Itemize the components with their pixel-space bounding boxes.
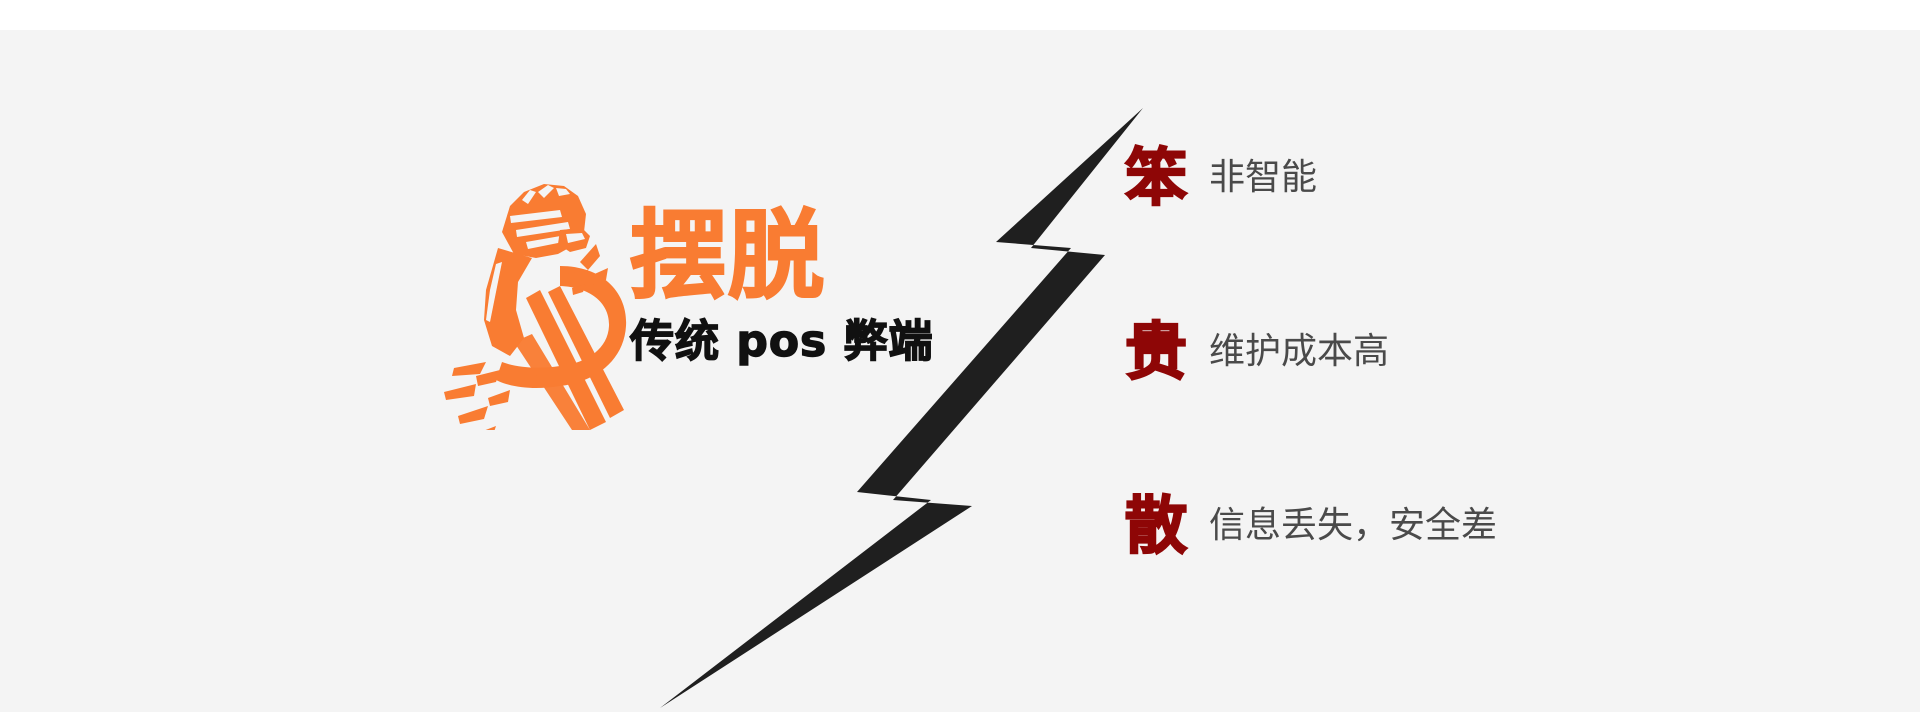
- defect-description: 信息丢失，安全差: [1209, 505, 1498, 546]
- fist-breaking-chain-icon: [440, 170, 630, 430]
- defect-keyword: 笨: [1124, 141, 1188, 214]
- defect-description: 维护成本高: [1209, 331, 1390, 372]
- headline-text-group: 摆脱 传统 pos 弊端: [629, 200, 950, 367]
- defect-keyword: 散: [1124, 489, 1188, 562]
- banner-stage: 摆脱 传统 pos 弊端 笨 非智能 贵 维护成本高 散 信息丢失，安全差: [0, 30, 1920, 712]
- list-item: 散 信息丢失，安全差: [1124, 483, 1825, 569]
- defect-keyword: 贵: [1124, 315, 1188, 388]
- list-item: 笨 非智能: [1124, 135, 1825, 221]
- page-title: 摆脱: [629, 200, 826, 312]
- defects-list: 笨 非智能 贵 维护成本高 散 信息丢失，安全差: [1124, 135, 1825, 569]
- list-item: 贵 维护成本高: [1124, 309, 1825, 395]
- page-subtitle: 传统 pos 弊端: [629, 315, 934, 367]
- headline-block: 摆脱 传统 pos 弊端: [440, 170, 940, 470]
- defect-description: 非智能: [1209, 157, 1318, 198]
